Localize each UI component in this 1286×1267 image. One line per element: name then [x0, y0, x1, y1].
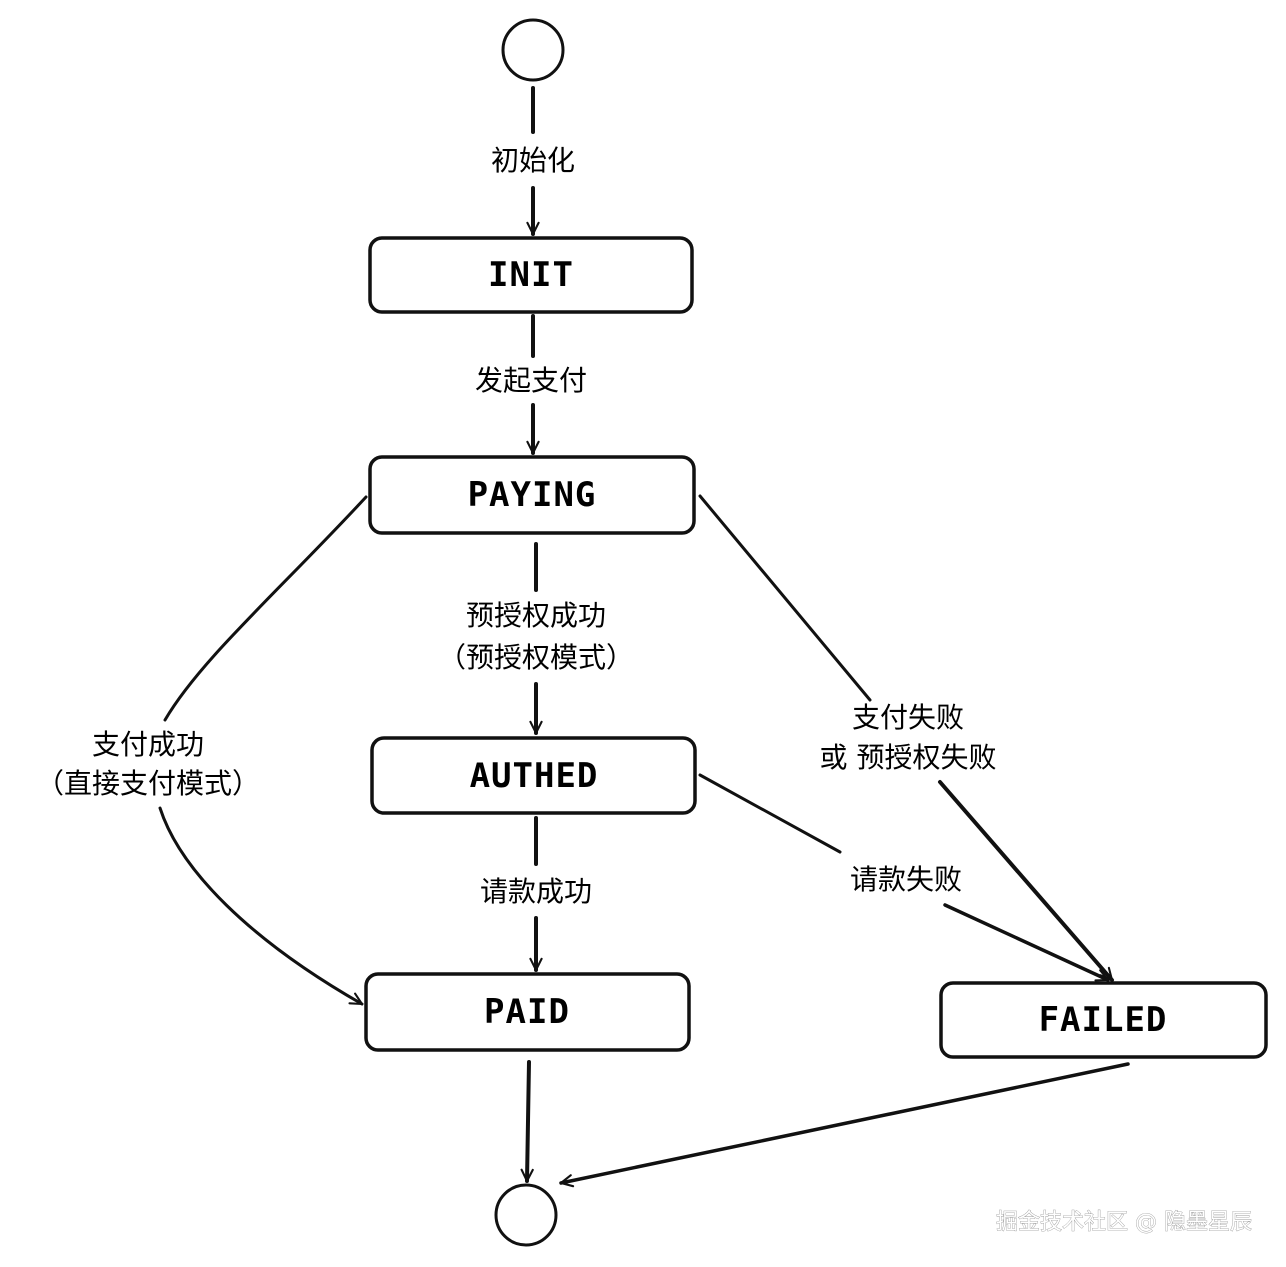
edge-paying-paid-upper [163, 495, 368, 722]
state-failed-label: FAILED [1039, 1000, 1168, 1040]
edge-authed-failed-upper [698, 773, 842, 854]
edge-paying-paid-label-1: 支付成功 [92, 728, 204, 761]
state-paid: PAID [364, 972, 691, 1052]
edge-paying-failed-label-1: 支付失败 [852, 701, 964, 734]
state-paying-label: PAYING [468, 475, 597, 515]
edge-paid-end [520, 1060, 534, 1183]
state-init-label: INIT [488, 255, 574, 295]
state-init: INIT [368, 236, 694, 314]
edge-paying-paid [158, 806, 364, 1006]
edge-authed-paid-label: 请款成功 [480, 875, 592, 908]
state-failed: FAILED [939, 981, 1268, 1059]
edge-failed-end [559, 1062, 1130, 1188]
end-node [494, 1183, 558, 1247]
edge-paying-failed [938, 780, 1114, 982]
edge-authed-failed-label: 请款失败 [850, 863, 962, 896]
edge-paying-authed-label-2: （预授权模式） [438, 641, 634, 674]
edge-paying-paid-label-2: （直接支付模式） [36, 767, 260, 800]
edge-paying-failed-label-2: 或 预授权失败 [820, 741, 997, 774]
state-paying: PAYING [368, 455, 696, 535]
edge-start-init-label: 初始化 [491, 144, 575, 177]
state-paid-label: PAID [484, 992, 570, 1032]
edge-paying-authed-label-1: 预授权成功 [466, 599, 606, 632]
state-authed-label: AUTHED [470, 756, 599, 796]
edge-paying-failed-upper [698, 494, 872, 702]
edge-authed-failed [943, 903, 1110, 982]
state-authed: AUTHED [370, 736, 697, 815]
start-node [501, 18, 565, 82]
watermark: 掘金技术社区 @ 隐墨星辰 [996, 1210, 1252, 1235]
edge-init-paying-label: 发起支付 [475, 364, 587, 397]
